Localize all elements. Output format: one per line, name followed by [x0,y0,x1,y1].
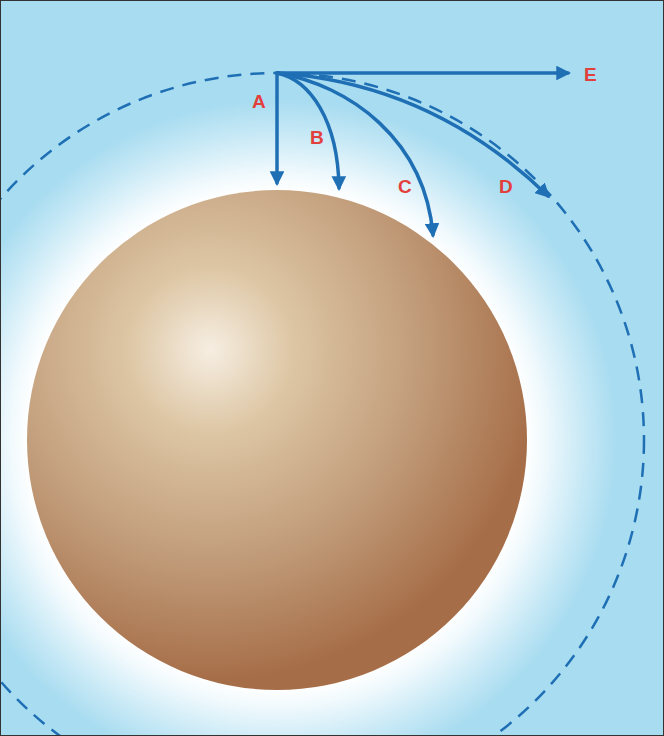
trajectory-c [277,73,433,235]
orbit-path [0,73,644,736]
trajectory-letter: B [310,128,324,147]
trajectory-letter: E [584,65,597,84]
trajectory-a [275,73,279,183]
trajectory-letter: D [499,177,513,196]
trajectory-d [277,73,548,196]
trajectory-e [277,71,568,75]
trajectory-letter: A [252,92,266,111]
planet [27,190,527,690]
atmosphere [0,100,617,736]
trajectory-letter: C [398,177,412,196]
